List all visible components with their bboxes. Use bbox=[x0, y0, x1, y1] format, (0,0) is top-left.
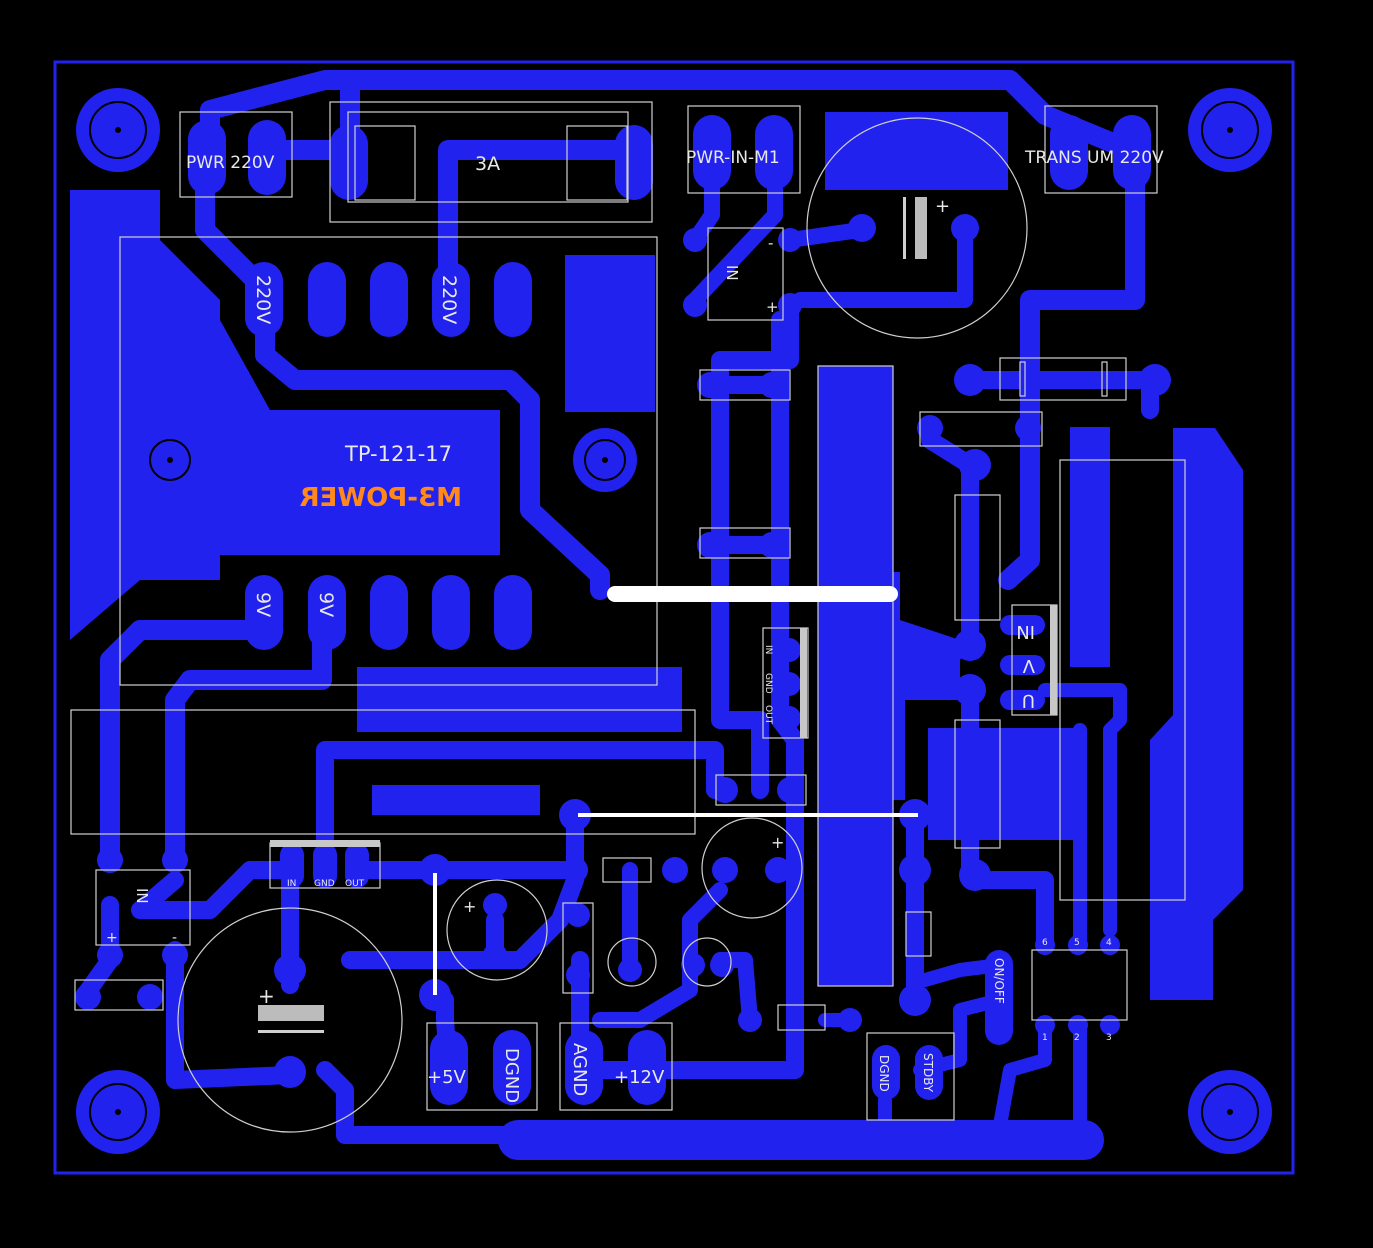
label-cap-plus-right: + bbox=[771, 833, 784, 852]
label-cap-plus-mid: + bbox=[463, 897, 476, 916]
label-pwr-220v: PWR 220V bbox=[186, 153, 275, 173]
silkscreen bbox=[70, 101, 1186, 1133]
mounting-hole-br bbox=[1188, 1070, 1272, 1154]
label-out-5v: +5V bbox=[427, 1067, 467, 1088]
label-on-off: ON/OFF bbox=[992, 958, 1006, 1004]
label-cap-plus-top: + bbox=[935, 196, 950, 217]
label-transformer-brand: M3-POWER bbox=[300, 483, 462, 513]
label-bridge-bottom: IN bbox=[133, 888, 151, 904]
label-cap-plus-bottom: + bbox=[258, 984, 275, 1008]
label-bridge-top-minus: - bbox=[768, 234, 773, 252]
transformer-hole-left bbox=[138, 428, 202, 492]
label-relay-v: V bbox=[1022, 655, 1035, 676]
board-outline bbox=[53, 60, 1295, 1175]
label-pwr-in-m1: PWR-IN-M1 bbox=[686, 148, 780, 168]
label-trans-um: TRANS UM 220V bbox=[1024, 148, 1164, 168]
ic-pin-2: 2 bbox=[1074, 1033, 1080, 1043]
label-reg2-gnd: GND bbox=[763, 673, 773, 694]
ic-pin-4: 4 bbox=[1106, 938, 1112, 948]
label-relay-in: IN bbox=[1016, 621, 1035, 642]
label-bridge-top: IN bbox=[723, 265, 741, 281]
mounting-hole-bl bbox=[76, 1070, 160, 1154]
transformer-hole-right bbox=[573, 428, 637, 492]
mounting-hole-tl bbox=[76, 88, 160, 172]
pads bbox=[75, 88, 1272, 1154]
ic-pin-3: 3 bbox=[1106, 1033, 1112, 1043]
label-bridge-top-plus: + bbox=[766, 298, 779, 316]
label-reg1-gnd: GND bbox=[314, 879, 335, 889]
label-reg1-out: OUT bbox=[345, 879, 365, 889]
label-stdby: STDBY bbox=[921, 1053, 935, 1093]
label-relay-u: U bbox=[1022, 690, 1035, 711]
label-reg2-out: OUT bbox=[763, 705, 773, 725]
label-out-agnd: AGND bbox=[569, 1043, 590, 1096]
label-out-dgnd: DGND bbox=[501, 1048, 522, 1103]
label-primary-left: 220V bbox=[252, 275, 274, 324]
ic-pin-6: 6 bbox=[1042, 938, 1048, 948]
mounting-hole-tr bbox=[1188, 88, 1272, 172]
label-bridge-bottom-minus: - bbox=[172, 930, 177, 946]
labels: PWR 220V 3A PWR-IN-M1 TRANS UM 220V TP-1… bbox=[106, 148, 1164, 1103]
label-out-12v: +12V bbox=[614, 1067, 665, 1088]
label-bridge-bottom-plus: + bbox=[106, 930, 118, 946]
label-reg2-in: IN bbox=[763, 645, 773, 654]
ic-pin-1: 1 bbox=[1042, 1033, 1048, 1043]
label-reg1-in: IN bbox=[287, 879, 296, 889]
label-dgnd-small: DGND bbox=[877, 1055, 891, 1092]
label-secondary-left: 9V bbox=[252, 592, 274, 617]
label-secondary-right: 9V bbox=[315, 592, 337, 617]
label-primary-right: 220V bbox=[438, 275, 460, 324]
label-transformer-model: TP-121-17 bbox=[344, 442, 452, 466]
ic-pin-5: 5 bbox=[1074, 938, 1080, 948]
label-fuse: 3A bbox=[475, 153, 500, 175]
